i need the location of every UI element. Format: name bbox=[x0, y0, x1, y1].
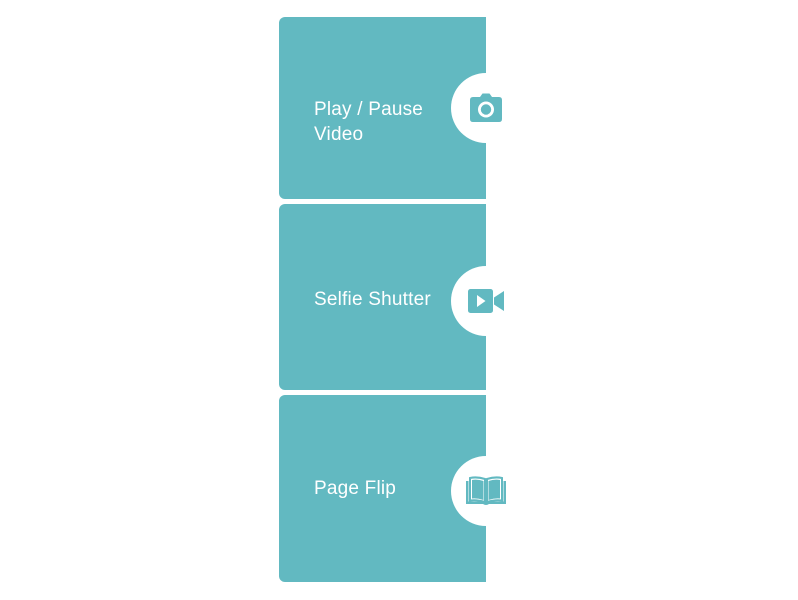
card-label: Page Flip bbox=[314, 478, 397, 499]
card-icon-button[interactable] bbox=[451, 73, 521, 143]
card-icon-button[interactable] bbox=[451, 456, 521, 526]
camera-icon bbox=[470, 93, 502, 122]
open-book-icon bbox=[466, 476, 506, 505]
card-selfie-shutter[interactable]: Selfie Shutter bbox=[279, 204, 486, 390]
card-label: Play / Pause Video bbox=[314, 99, 424, 145]
card-label: Selfie Shutter bbox=[314, 289, 431, 310]
card-icon-button[interactable] bbox=[451, 266, 521, 336]
video-camera-icon bbox=[468, 289, 504, 313]
